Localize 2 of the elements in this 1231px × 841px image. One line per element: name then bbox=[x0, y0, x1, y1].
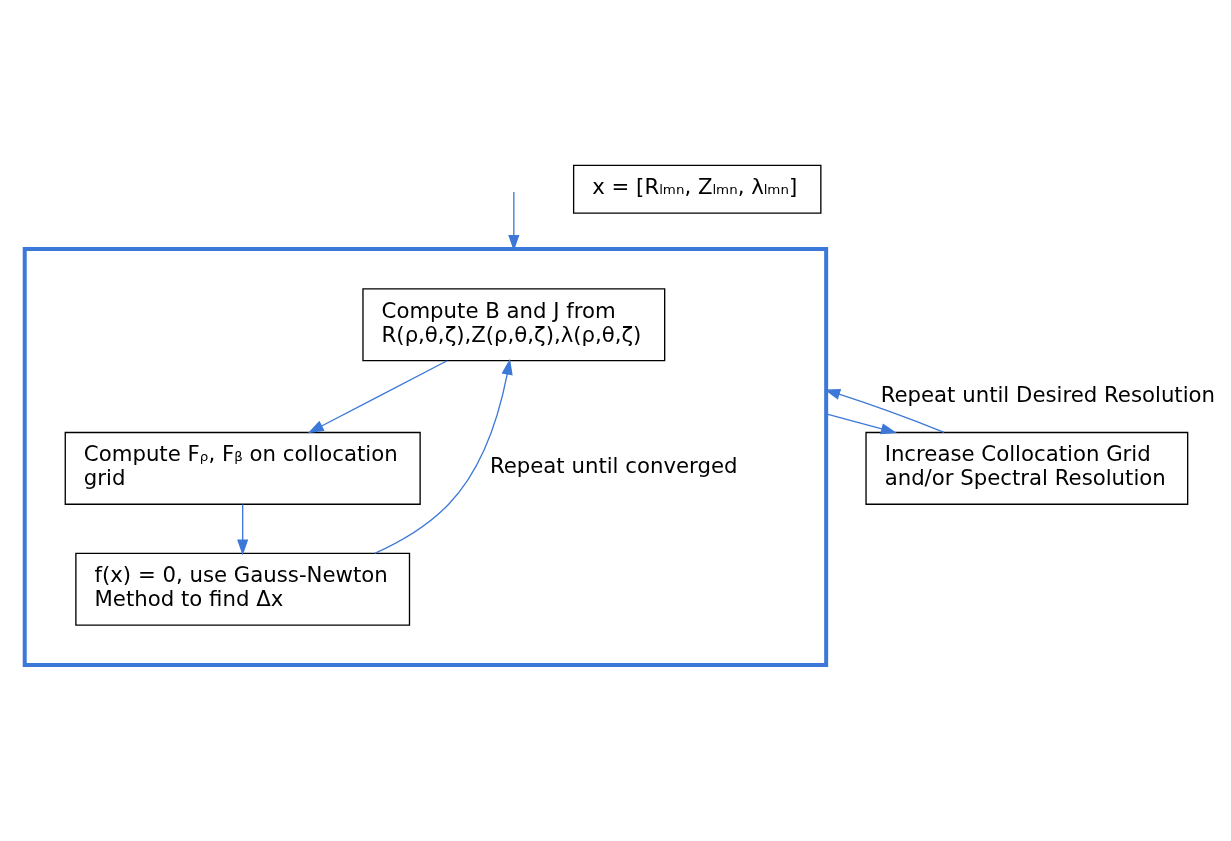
edge-label: Repeat until converged bbox=[489, 453, 738, 479]
edge-label: Repeat until Desired Resolution bbox=[880, 381, 1216, 407]
